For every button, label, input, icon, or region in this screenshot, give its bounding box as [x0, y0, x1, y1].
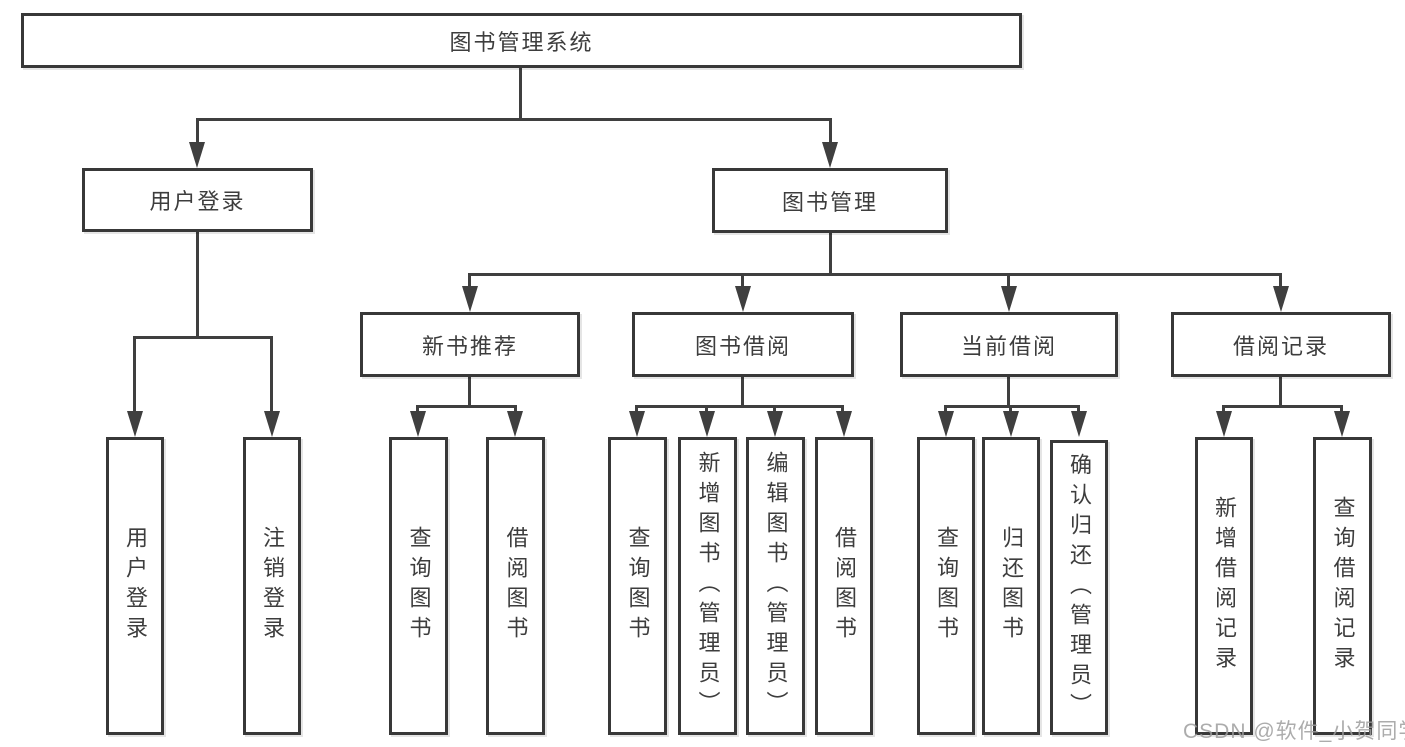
csdn-watermark: CSDN @软件_小贺同学 [1183, 720, 1405, 743]
arrow-down-icon [735, 286, 751, 312]
leaf-query-books-current: 查询图书 [917, 437, 975, 735]
arrow-down-icon [629, 411, 645, 437]
node-user-login: 用户登录 [82, 168, 313, 232]
connector-line [196, 118, 832, 121]
connector-line [1007, 273, 1010, 291]
connector-line [468, 273, 1282, 276]
node-book-management: 图书管理 [712, 168, 948, 233]
connector-line [519, 68, 522, 118]
connector-line [416, 405, 517, 408]
arrow-down-icon [1273, 286, 1289, 312]
connector-line [468, 377, 471, 405]
leaf-add-borrow-record: 新增借阅记录 [1195, 437, 1253, 735]
arrow-down-icon [1216, 411, 1232, 437]
leaf-confirm-return-admin: 确认归还（管理员） [1050, 440, 1108, 735]
arrow-down-icon [1001, 286, 1017, 312]
connector-line [196, 232, 199, 336]
arrow-down-icon [1071, 411, 1087, 437]
leaf-query-books-borrowing: 查询图书 [608, 437, 667, 735]
node-borrowing-records: 借阅记录 [1171, 312, 1391, 377]
connector-line [196, 118, 199, 146]
leaf-logout: 注销登录 [243, 437, 301, 735]
leaf-borrow-books-borrowing: 借阅图书 [815, 437, 873, 735]
arrow-down-icon [699, 411, 715, 437]
connector-line [741, 377, 744, 405]
arrow-down-icon [767, 411, 783, 437]
connector-line [133, 336, 273, 339]
leaf-add-books-admin: 新增图书（管理员） [678, 437, 737, 735]
leaf-edit-books-admin: 编辑图书（管理员） [746, 437, 805, 735]
connector-line [829, 118, 832, 146]
arrow-down-icon [507, 411, 523, 437]
node-book-borrowing: 图书借阅 [632, 312, 854, 377]
connector-line [944, 405, 1080, 408]
connector-line [1222, 405, 1343, 408]
connector-line [1279, 377, 1282, 405]
node-new-book-recommendation: 新书推荐 [360, 312, 580, 377]
connector-line [741, 273, 744, 291]
connector-line [133, 336, 136, 416]
leaf-user-login: 用户登录 [106, 437, 164, 735]
connector-line [468, 273, 471, 291]
connector-line [1279, 273, 1282, 291]
arrow-down-icon [1334, 411, 1350, 437]
leaf-query-books-recommend: 查询图书 [389, 437, 448, 735]
arrow-down-icon [264, 411, 280, 437]
connector-line [270, 336, 273, 416]
node-current-borrowing: 当前借阅 [900, 312, 1118, 377]
leaf-query-borrow-record: 查询借阅记录 [1313, 437, 1372, 735]
arrow-down-icon [127, 411, 143, 437]
arrow-down-icon [822, 142, 838, 168]
arrow-down-icon [410, 411, 426, 437]
node-library-system: 图书管理系统 [21, 13, 1022, 68]
connector-line [829, 233, 832, 273]
leaf-return-books: 归还图书 [982, 437, 1040, 735]
leaf-borrow-books-recommend: 借阅图书 [486, 437, 545, 735]
arrow-down-icon [189, 142, 205, 168]
arrow-down-icon [836, 411, 852, 437]
connector-line [635, 405, 844, 408]
arrow-down-icon [938, 411, 954, 437]
arrow-down-icon [462, 286, 478, 312]
arrow-down-icon [1003, 411, 1019, 437]
connector-line [1007, 377, 1010, 405]
